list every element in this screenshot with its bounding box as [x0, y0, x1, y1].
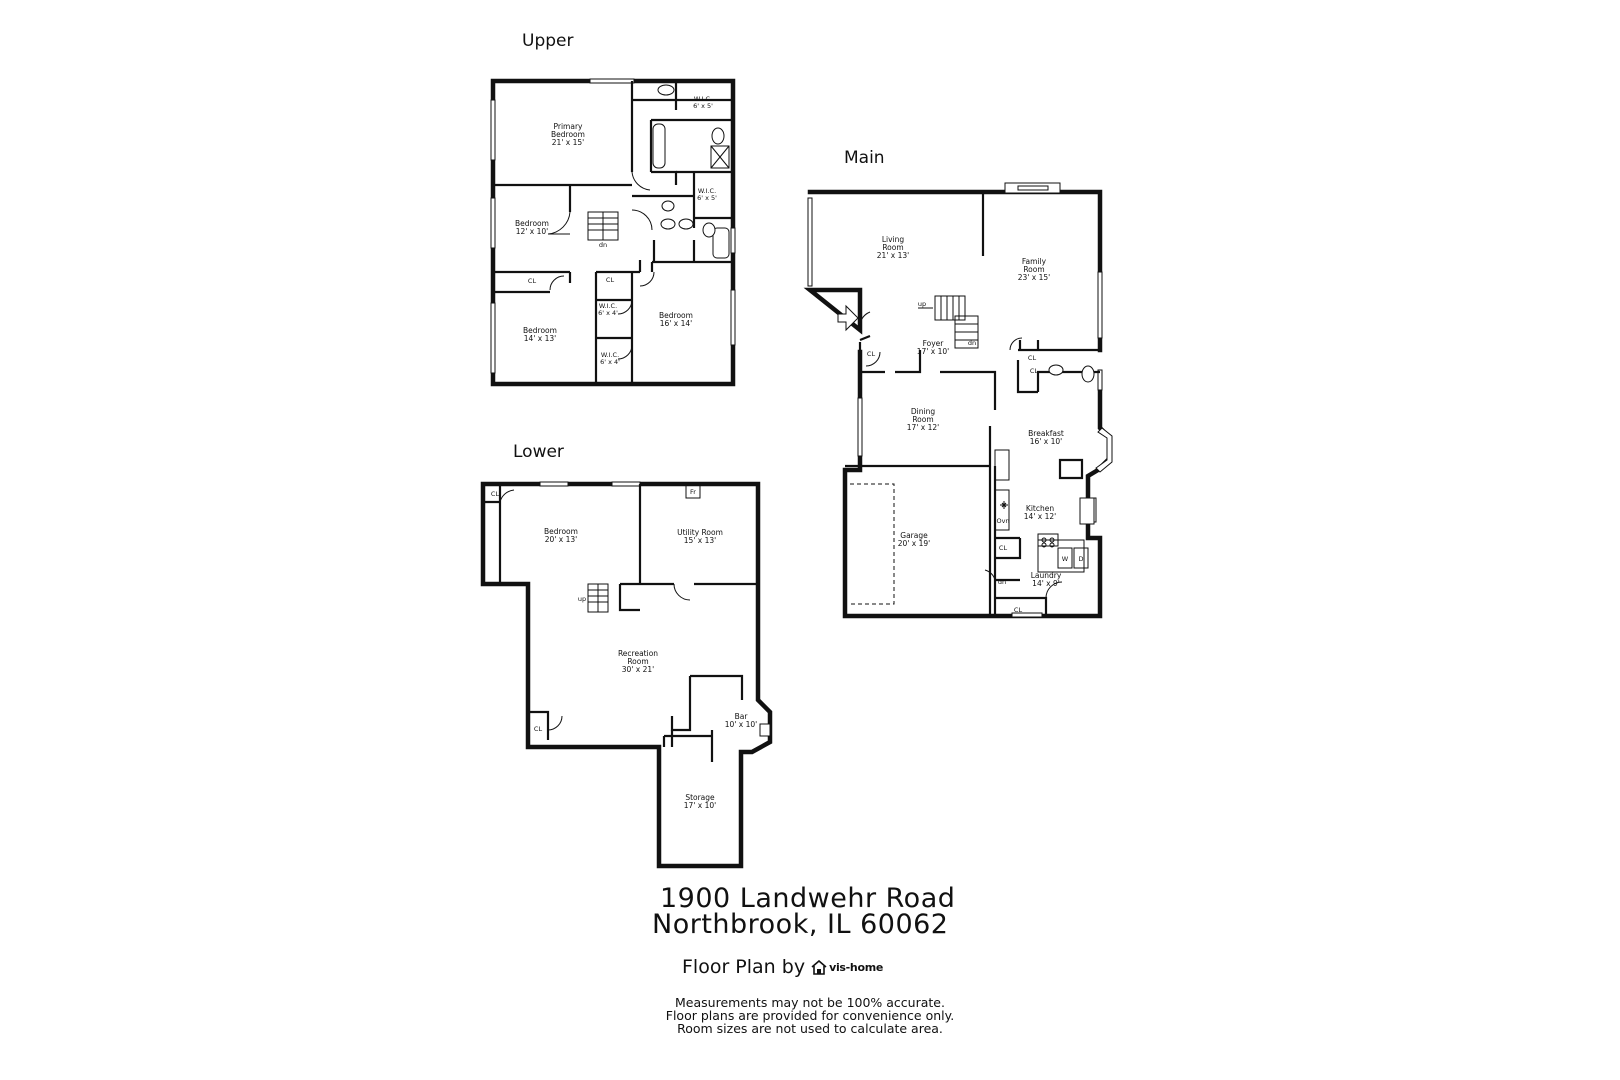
room-storage-dims: 17' x 10' [684, 801, 716, 810]
svg-text:Room: Room [912, 415, 933, 424]
lower-closet-2: CL [534, 725, 543, 733]
address-line-2: Northbrook, IL 60062 [652, 909, 949, 940]
room-foyer-dims: 17' x 10' [917, 347, 949, 356]
disclaimer: Measurements may not be 100% accurate. F… [640, 996, 980, 1035]
room-breakfast-dims: 16' x 10' [1030, 437, 1062, 446]
upper-stairs-dn-label: dn [599, 241, 607, 249]
main-closet-5: CL [1014, 606, 1023, 614]
upper-floor-label: Upper [522, 31, 574, 51]
upper-closet-1: CL [528, 277, 537, 285]
lower-floor-plan: up Fr Bedroom 20' x 13' Utility Room 15'… [480, 481, 773, 869]
room-wic-1: W.I.C. [694, 95, 712, 103]
room-storage: Storage [685, 793, 715, 802]
dryer-label: D [1078, 555, 1083, 563]
room-dining: Dining [911, 407, 935, 416]
address-line-1: 1900 Landwehr Road [660, 883, 956, 914]
room-wic-2: W.I.C. [698, 187, 716, 195]
room-recreation: Recreation [618, 649, 658, 658]
room-bedroom-3: Bedroom [523, 326, 557, 335]
disclaimer-line-2: Floor plans are provided for convenience… [665, 1008, 955, 1023]
room-living: Living [882, 235, 905, 244]
main-closet-4: CL [999, 544, 1008, 552]
main-floor-plan: up dn Living Room 21' x 13' Family Room … [803, 182, 1113, 619]
room-utility: Utility Room [677, 528, 723, 537]
room-primary-bedroom-dims: 21' x 15' [552, 138, 584, 147]
room-kitchen-dims: 14' x 12' [1024, 512, 1056, 521]
oven-label: Ovn [996, 517, 1009, 525]
room-family-dims: 23' x 15' [1018, 273, 1050, 282]
svg-text:Room: Room [882, 243, 903, 252]
main-closet-2: CL [1028, 354, 1037, 362]
credit-prefix: Floor Plan by [682, 956, 806, 978]
fridge-label: Fr [690, 488, 696, 496]
upper-closet-2: CL [606, 276, 615, 284]
room-wic-4: W.I.C. [601, 351, 619, 359]
room-bedroom-4-dims: 16' x 14' [660, 319, 692, 328]
svg-text:Bedroom: Bedroom [551, 130, 585, 139]
room-laundry: Laundry [1031, 571, 1062, 580]
main-room-labels: Living Room 21' x 13' Family Room 23' x … [867, 235, 1084, 614]
room-family: Family [1022, 257, 1047, 266]
disclaimer-line-1: Measurements may not be 100% accurate. [675, 995, 945, 1010]
room-garage-dims: 20' x 19' [898, 539, 930, 548]
room-dining-dims: 17' x 12' [907, 423, 939, 432]
vis-home-logo: vis-home [811, 959, 884, 975]
room-bedroom-3-dims: 14' x 13' [524, 334, 556, 343]
main-stairs-dn-label-2: dn [998, 578, 1006, 586]
room-wic-3: W.I.C. [599, 302, 617, 310]
upper-room-labels: Primary Bedroom 21' x 15' W.I.C. 6' x 5'… [515, 95, 717, 366]
room-kitchen: Kitchen [1026, 504, 1054, 513]
room-breakfast: Breakfast [1028, 429, 1064, 438]
room-bedroom-4: Bedroom [659, 311, 693, 320]
room-wic-2-dims: 6' x 5' [697, 194, 717, 202]
room-wic-4-dims: 6' x 4' [600, 358, 620, 366]
lower-room-labels: Bedroom 20' x 13' Utility Room 15' x 13'… [491, 490, 757, 810]
room-utility-dims: 15' x 13' [684, 536, 716, 545]
lower-stairs-up-label: up [578, 595, 586, 603]
svg-text:Room: Room [627, 657, 648, 666]
room-bar-dims: 10' x 10' [725, 720, 757, 729]
room-primary-bedroom: Primary [554, 122, 584, 131]
room-bedroom-2-dims: 12' x 10' [516, 227, 548, 236]
room-living-dims: 21' x 13' [877, 251, 909, 260]
room-laundry-dims: 14' x 9' [1032, 579, 1060, 588]
svg-text:Room: Room [1023, 265, 1044, 274]
main-closet-3: CL [1030, 367, 1039, 375]
room-lower-bedroom: Bedroom [544, 527, 578, 536]
house-icon [811, 959, 827, 975]
room-bedroom-2: Bedroom [515, 219, 549, 228]
lower-closet-1: CL [491, 490, 500, 498]
washer-label: W [1062, 555, 1069, 563]
room-recreation-dims: 30' x 21' [622, 665, 654, 674]
lower-floor-label: Lower [513, 442, 564, 462]
main-stairs-up-label: up [918, 300, 926, 308]
disclaimer-line-3: Room sizes are not used to calculate are… [677, 1021, 943, 1036]
main-floor-label: Main [844, 148, 885, 168]
room-wic-1-dims: 6' x 5' [693, 102, 713, 110]
room-lower-bedroom-dims: 20' x 13' [545, 535, 577, 544]
property-address: 1900 Landwehr Road Northbrook, IL 60062 [652, 883, 956, 938]
floor-plan-credit: Floor Plan by vis-home [682, 956, 883, 978]
upper-floor-plan: dn Primary Bedroom 21' x 15' W.I.C. 6' x… [490, 78, 736, 387]
room-foyer: Foyer [923, 339, 945, 348]
main-closet-1: CL [867, 350, 876, 358]
room-garage: Garage [900, 531, 928, 540]
brand-name: vis-home [829, 960, 884, 974]
room-bar: Bar [735, 712, 749, 721]
room-wic-3-dims: 6' x 4' [598, 309, 618, 317]
main-stairs-dn-label-1: dn [968, 339, 976, 347]
